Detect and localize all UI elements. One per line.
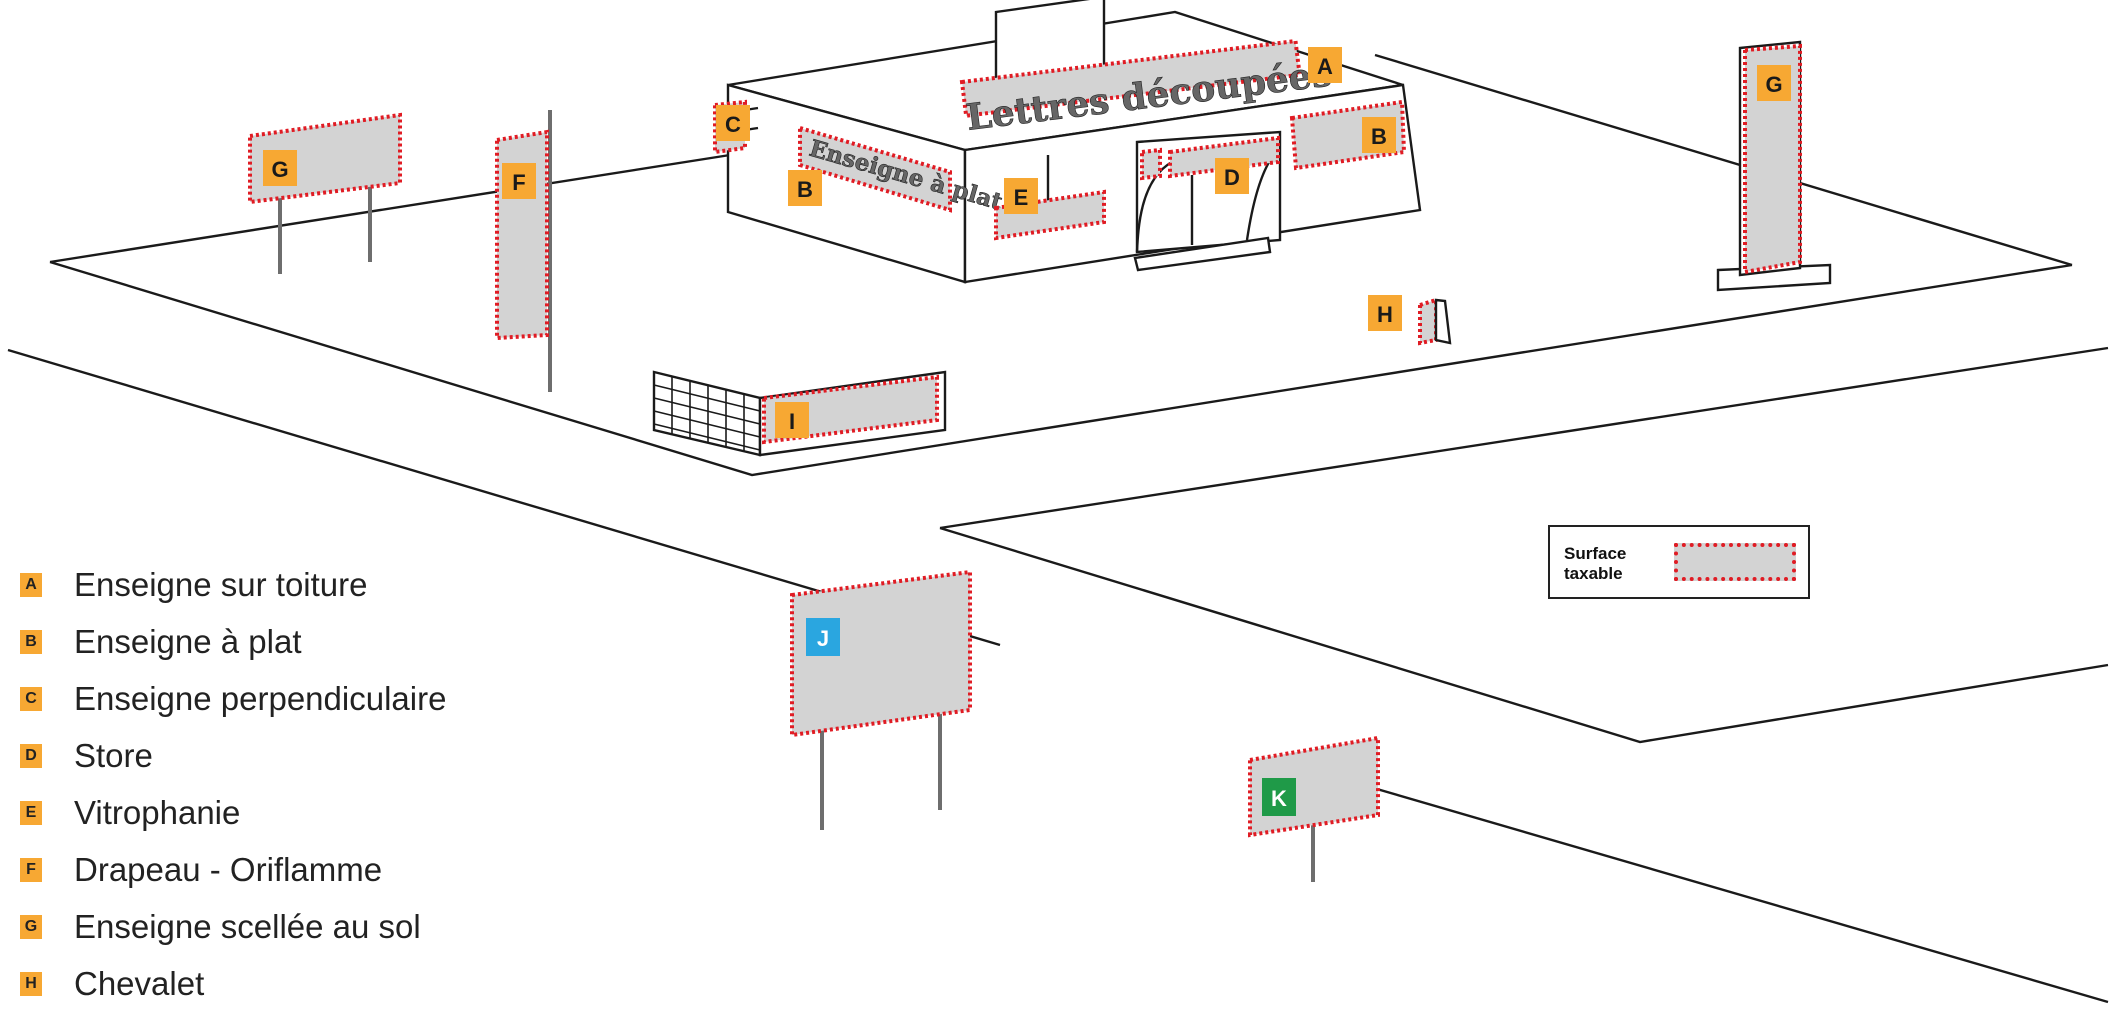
badge-g-right: G xyxy=(1757,65,1791,101)
ground-sign-left xyxy=(248,112,402,274)
awning-corner xyxy=(1140,147,1162,181)
legend-label: Chevalet xyxy=(74,964,205,1002)
svg-text:G: G xyxy=(1765,72,1782,97)
legend-item-b: B Enseigne à plat xyxy=(20,613,446,670)
badge-k: K xyxy=(1262,778,1296,816)
legend-badge: H xyxy=(20,971,42,996)
badge-c: C xyxy=(716,105,750,141)
badge-i: I xyxy=(775,402,809,438)
svg-text:K: K xyxy=(1271,786,1287,811)
svg-text:A: A xyxy=(1317,54,1333,79)
legend-badge: B xyxy=(20,629,42,654)
legend-item-g: G Enseigne scellée au sol xyxy=(20,898,446,955)
parking-lot-outline xyxy=(49,53,2073,477)
legend-badge: C xyxy=(20,686,42,711)
legend-label: Store xyxy=(74,736,153,774)
legend-label: Vitrophanie xyxy=(74,793,241,831)
legend-item-f: F Drapeau - Oriflamme xyxy=(20,841,446,898)
badge-b-side: B xyxy=(788,170,822,206)
svg-text:D: D xyxy=(1224,165,1240,190)
badge-g-left: G xyxy=(263,150,297,186)
billboard-j xyxy=(790,569,972,830)
rooftop-letters-area xyxy=(959,38,1302,118)
svg-text:I: I xyxy=(789,409,795,434)
key-swatch xyxy=(1674,543,1796,581)
legend-item-e: E Vitrophanie xyxy=(20,784,446,841)
legend-item-a: A Enseigne sur toiture xyxy=(20,556,446,613)
legend-badge: E xyxy=(20,800,42,825)
badge-a: A xyxy=(1308,47,1342,83)
badge-d: D xyxy=(1215,158,1249,194)
legend-badge: F xyxy=(20,857,42,882)
svg-text:C: C xyxy=(725,112,741,137)
svg-text:B: B xyxy=(797,177,813,202)
legend-label: Enseigne à plat xyxy=(74,622,302,660)
flag-banner xyxy=(495,110,552,392)
awning-area xyxy=(1168,135,1280,179)
sandwich-board-back xyxy=(1434,298,1452,345)
svg-text:E: E xyxy=(1014,185,1029,210)
svg-text:H: H xyxy=(1377,302,1393,327)
wall-sign-side xyxy=(798,125,952,213)
legend-label: Enseigne sur toiture xyxy=(74,565,368,603)
legend-item-h: H Chevalet xyxy=(20,955,446,1012)
badge-h: H xyxy=(1368,295,1402,331)
door-step xyxy=(1133,236,1272,272)
badge-j: J xyxy=(806,618,840,656)
legend-label: Enseigne scellée au sol xyxy=(74,907,421,945)
window-graphic-area xyxy=(994,189,1106,241)
svg-text:J: J xyxy=(817,626,829,651)
legend-badge: A xyxy=(20,572,42,597)
key-label: Surface taxable xyxy=(1564,544,1627,583)
badge-b-front: B xyxy=(1362,117,1396,153)
legend-label: Enseigne perpendiculaire xyxy=(74,679,447,717)
legend-item-d: D Store xyxy=(20,727,446,784)
badge-f: F xyxy=(502,163,536,199)
svg-text:G: G xyxy=(271,157,288,182)
legend-label: Drapeau - Oriflamme xyxy=(74,850,383,888)
legend-badge: D xyxy=(20,743,42,768)
badge-e: E xyxy=(1004,178,1038,214)
taxable-surface-key: Surface taxable xyxy=(1548,525,1810,599)
legend-badge: G xyxy=(20,914,42,939)
svg-text:F: F xyxy=(512,170,525,195)
svg-text:B: B xyxy=(1371,124,1387,149)
pylon-sign xyxy=(1716,40,1832,292)
low-monument-sign xyxy=(652,370,947,457)
legend-item-c: C Enseigne perpendiculaire xyxy=(20,670,446,727)
sandwich-board xyxy=(1418,297,1438,346)
legend: A Enseigne sur toiture B Enseigne à plat… xyxy=(20,556,446,1012)
